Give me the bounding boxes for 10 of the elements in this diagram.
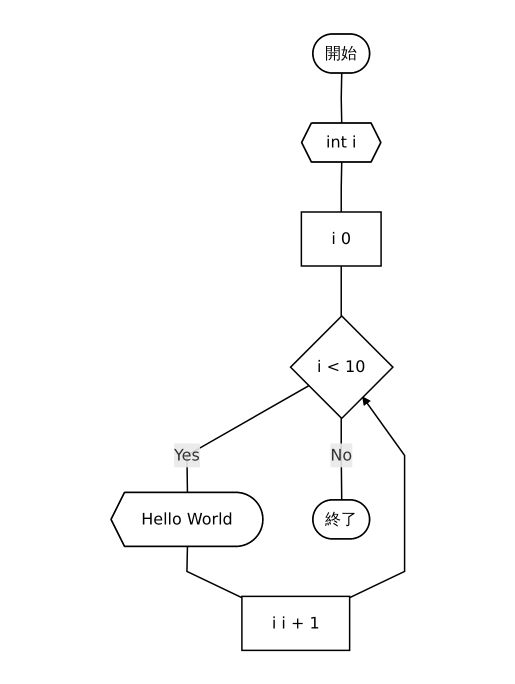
connector: [340, 73, 342, 124]
node-diamond: i < 10: [289, 314, 394, 420]
connector: [340, 266, 342, 316]
connector: [186, 546, 242, 598]
node-box: i i + 1: [240, 595, 350, 651]
edge-label: Yes: [174, 445, 200, 464]
node-box: i 0: [300, 211, 382, 267]
connector: [340, 162, 342, 212]
edge-label: No: [330, 445, 352, 464]
arrow: [349, 396, 406, 598]
